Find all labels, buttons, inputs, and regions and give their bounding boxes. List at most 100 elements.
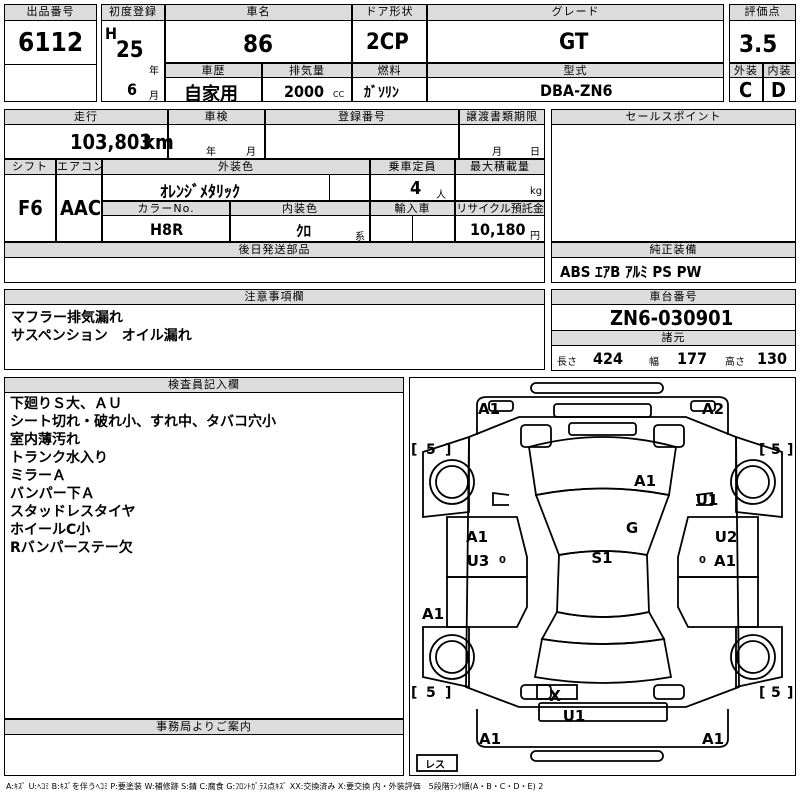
spec-box	[551, 345, 796, 371]
interior-color-box	[230, 215, 370, 242]
lot-number-label: 出品番号	[4, 4, 97, 21]
taillight-left	[520, 684, 552, 700]
exterior-color: ｵﾚﾝｼﾞﾒﾀﾘｯｸ	[160, 182, 241, 201]
exterior-color-label: 外装色	[102, 159, 370, 175]
tire-front-right-depth: 5	[771, 442, 781, 458]
ac: AAC	[60, 196, 102, 220]
trunk-panel	[533, 637, 673, 684]
fuel: ｶﾞｿﾘﾝ	[364, 85, 399, 101]
year-unit: 年	[149, 66, 159, 77]
interior-color-label: 内装色	[230, 201, 370, 216]
mark-rear-bumper-left: A1	[479, 730, 501, 748]
displacement: 2000	[284, 82, 325, 101]
inspector-line: Rバンパーステー欠	[10, 540, 133, 556]
registration-label: 登録番号	[265, 109, 459, 125]
inspector-line: ホイールC小	[10, 522, 91, 538]
score-box	[729, 20, 796, 63]
registration-box	[265, 124, 459, 159]
era: H	[105, 24, 118, 43]
inspector-line: 下廻りＳ大、ＡＵ	[10, 396, 122, 412]
inspector-line: バンパー下Ａ	[10, 486, 95, 502]
equipment-label: 純正装備	[551, 242, 796, 258]
length: 424	[593, 349, 624, 368]
inspection-box	[168, 124, 265, 159]
capacity-box	[370, 174, 455, 201]
fog-right	[690, 400, 716, 412]
first-registration-box	[101, 20, 165, 102]
mark-windshield: G	[626, 519, 638, 537]
tire-rear-right	[730, 634, 776, 680]
tire-front-left	[429, 459, 475, 505]
fog-left	[488, 400, 514, 412]
exterior-score: C	[739, 78, 753, 102]
max-load-box	[455, 174, 545, 201]
mark-front-bumper-left: A1	[478, 400, 500, 418]
door-zero-right: 0	[699, 555, 706, 566]
mark-roof: S1	[591, 549, 612, 567]
inspector-line: シート切れ・破れ小、すれ中、タバコ穴小	[10, 414, 276, 430]
later-parts-label: 後日発送部品	[4, 242, 545, 258]
inspector-line: ミラーＡ	[10, 468, 66, 484]
lot-number: 6112	[18, 28, 84, 58]
mark-hood: A1	[634, 472, 656, 490]
fuel-label: 燃料	[352, 63, 427, 78]
spec-label: 諸元	[551, 330, 796, 346]
ac-box	[56, 174, 102, 242]
equipment: ABS ｴｱB ｱﾙﾐ PS PW	[560, 263, 702, 281]
length-label: 長さ	[557, 357, 577, 368]
color-no: H8R	[150, 220, 184, 239]
legend: A:ｷｽﾞ U:ﾍｺﾐ B:ｷｽﾞを伴うﾍｺﾐ P:要塗装 W:補修跡 S:錆 …	[6, 782, 544, 791]
spare-box	[416, 754, 458, 772]
equipment-box	[551, 257, 796, 283]
transfer-deadline-box	[459, 124, 545, 159]
color-no-label: カラーNo.	[102, 201, 230, 216]
model-code-label: 型式	[427, 63, 724, 78]
history-label: 車歴	[165, 63, 262, 78]
chassis-number: ZN6-030901	[610, 306, 734, 330]
width: 177	[677, 349, 708, 368]
door-right-rear	[677, 576, 759, 628]
mark-rear-door-left: U3	[467, 552, 490, 570]
interior-score: D	[771, 78, 786, 102]
mark-front-door-right: U2	[715, 528, 738, 546]
car-diagram-box	[409, 377, 796, 776]
office-notice-box	[4, 734, 404, 776]
fender-right-rear	[735, 626, 783, 689]
chassis-number-label: 車台番号	[551, 289, 796, 305]
headlight-left	[520, 424, 552, 448]
mark-front-door-left: A1	[466, 528, 488, 546]
mileage-label: 走行	[4, 109, 168, 125]
tire-bracket-open: [	[411, 442, 417, 458]
ac-label: エアコン	[56, 159, 102, 175]
inspector-line: スタッドレスタイヤ	[10, 504, 136, 520]
mirror-right	[695, 491, 713, 506]
height: 130	[757, 349, 788, 368]
max-load-label: 最大積載量	[455, 159, 545, 175]
door-zero-left: 0	[499, 555, 506, 566]
transfer-month-unit: 月	[492, 147, 502, 158]
rear-strip	[530, 750, 664, 762]
mark-front-fender-right: U1	[696, 491, 719, 509]
score-label: 評価点	[729, 4, 796, 21]
tire-bracket-open: [	[411, 685, 417, 701]
door-shape-label: ドア形状	[352, 4, 427, 21]
exterior-color-extra	[329, 174, 370, 201]
car-name: 86	[243, 30, 274, 58]
recycle-unit: 円	[530, 231, 540, 242]
fender-left-rear	[422, 626, 470, 689]
mileage-box	[4, 124, 168, 159]
mark-trunk-cross: X	[549, 687, 561, 705]
exterior-label: 外装	[729, 63, 763, 78]
inspector-line: トランク水入り	[10, 450, 108, 466]
sales-points-label: セールスポイント	[551, 109, 796, 125]
transfer-deadline-label: 譲渡書類期限	[459, 109, 545, 125]
inspector-line: 室内薄汚れ	[10, 432, 80, 448]
door-right-front	[677, 516, 759, 578]
office-notice-label: 事務局よりご案内	[4, 719, 404, 735]
max-load-unit: kg	[530, 186, 543, 197]
trunk-strip	[538, 702, 668, 722]
tire-bracket-close: ]	[787, 685, 793, 701]
rear-bumper	[476, 709, 729, 748]
front-grille	[553, 403, 652, 418]
caution-box: マフラー排気漏れ サスペンション オイル漏れ	[4, 304, 545, 370]
